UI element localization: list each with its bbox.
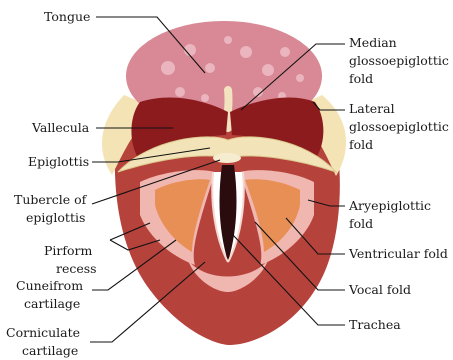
label-aryepiglottic-1: Aryepiglottic <box>348 198 431 213</box>
label-tubercle-2: epiglottis <box>26 210 85 225</box>
label-pirform-1: Pirform <box>44 243 93 258</box>
median-fold-shape <box>227 90 228 128</box>
label-corniculate-2: cartilage <box>22 343 78 358</box>
label-median-2: glossoepiglottic <box>349 53 449 68</box>
label-cuneifrom-1: Cuneifrom <box>16 278 83 293</box>
label-tubercle-1: Tubercle of <box>14 192 88 207</box>
label-median-1: Median <box>349 35 397 50</box>
label-pirform-2: recess <box>56 261 97 276</box>
label-trachea: Trachea <box>349 317 401 332</box>
label-lateral-2: glossoepiglottic <box>349 119 449 134</box>
label-epiglottis: Epiglottis <box>28 154 89 169</box>
label-median-3: fold <box>349 71 373 86</box>
label-ventricular: Ventricular fold <box>348 246 448 261</box>
label-cuneifrom-2: cartilage <box>24 296 80 311</box>
label-aryepiglottic-2: fold <box>349 216 373 231</box>
label-lateral-1: Lateral <box>349 101 395 116</box>
label-vocal: Vocal fold <box>348 282 411 297</box>
label-tongue: Tongue <box>44 9 90 24</box>
label-corniculate-1: Corniculate <box>6 325 80 340</box>
label-vallecula: Vallecula <box>31 120 90 135</box>
label-lateral-3: fold <box>349 137 373 152</box>
